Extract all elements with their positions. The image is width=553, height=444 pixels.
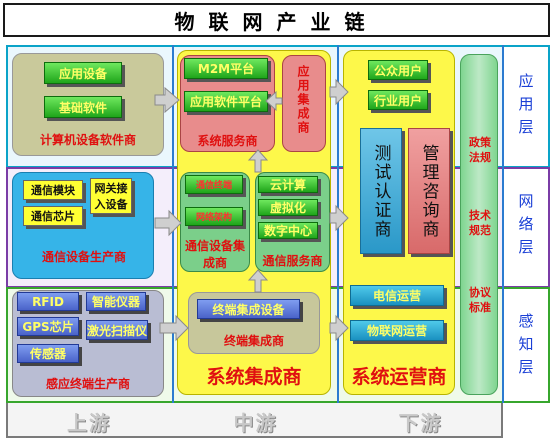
layer-label-perception: 感知层: [516, 312, 535, 382]
policy-group: [460, 54, 498, 395]
network-architecture-box: 网络架构: [185, 207, 243, 226]
smart-instrument-box: 智能仪器: [86, 292, 146, 311]
system-service-caption: 系统服务商: [197, 134, 258, 148]
gateway-device-box: 网关接入设备: [90, 178, 132, 214]
footer-bar: [6, 403, 503, 438]
virtualization-box: 虚拟化: [258, 199, 318, 216]
app-equipment-box: 应用设备: [44, 62, 122, 84]
footer-downstream: 下游: [398, 410, 443, 435]
base-software-box: 基础软件: [44, 96, 122, 118]
arrow-midstream-to-downstream-network: [329, 204, 349, 232]
iot-operation-box: 物联网运营: [350, 320, 444, 341]
layer-label-network: 网络层: [516, 192, 535, 262]
arrow-upstream-to-midstream-network: [154, 209, 182, 237]
terminal-integrator-caption: 终端集成商: [223, 334, 284, 348]
arrow-upstream-to-midstream-perception: [159, 314, 189, 342]
test-cert-box: 测试认证商: [360, 128, 402, 254]
footer-midstream: 中游: [233, 410, 278, 435]
cloud-computing-box: 云计算: [258, 176, 318, 193]
consulting-box: 管理咨询商: [408, 128, 450, 254]
policy-regulation-label: 政策法规: [469, 136, 491, 164]
comm-service-caption: 通信服务商: [262, 254, 323, 268]
laser-scanner-box: 激光扫描仪: [86, 320, 148, 340]
arrow-network-up: [247, 149, 269, 173]
upstream-comm-caption: 通信设备生产商: [41, 250, 126, 264]
app-integrator-label: 应用集成商: [296, 65, 310, 135]
upstream-sensor-caption: 感应终端生产商: [45, 377, 130, 391]
gps-chip-box: GPS芯片: [17, 317, 79, 336]
app-integrator-group: [282, 55, 326, 152]
protocol-standard-label: 协议标准: [469, 286, 491, 314]
comm-terminal-box: 通信终端: [185, 175, 243, 194]
m2m-platform-box: M2M平台: [184, 58, 268, 79]
telecom-box: 电信运营: [350, 285, 444, 306]
industry-user-box: 行业用户: [368, 90, 428, 110]
arrow-midstream-to-downstream-app: [329, 78, 349, 106]
arrow-app-integrator-to-system-service: [265, 90, 283, 112]
terminal-integration-device-box: 终端集成设备: [197, 299, 300, 319]
sensor-box: 传感器: [17, 344, 79, 363]
comm-module-box: 通信模块: [23, 180, 83, 200]
column-divider-2: [337, 45, 339, 438]
rfid-box: RFID: [17, 292, 79, 311]
arrow-perception-up: [247, 269, 269, 293]
column-divider-1: [172, 45, 174, 438]
consulting-label: 管理咨询商: [418, 143, 439, 239]
downstream-big-label: 系统运营商: [351, 366, 447, 388]
page-title: 物联网产业链: [3, 3, 550, 37]
comm-integrator-caption: 通信设备集成商: [184, 239, 245, 270]
public-user-box: 公众用户: [368, 60, 428, 80]
upstream-software-caption: 计算机设备软件商: [39, 133, 136, 147]
arrow-upstream-to-midstream-app: [154, 86, 180, 114]
test-cert-label: 测试认证商: [370, 143, 391, 239]
layer-label-application: 应用层: [516, 73, 535, 142]
tech-spec-label: 技术规范: [469, 209, 491, 237]
midstream-big-label: 系统集成商: [206, 366, 302, 388]
data-center-box: 数字中心: [258, 222, 318, 239]
comm-chip-box: 通信芯片: [23, 206, 83, 226]
footer-upstream: 上游: [67, 410, 111, 435]
column-divider-3: [502, 45, 504, 403]
arrow-midstream-to-downstream-perception: [329, 314, 349, 342]
